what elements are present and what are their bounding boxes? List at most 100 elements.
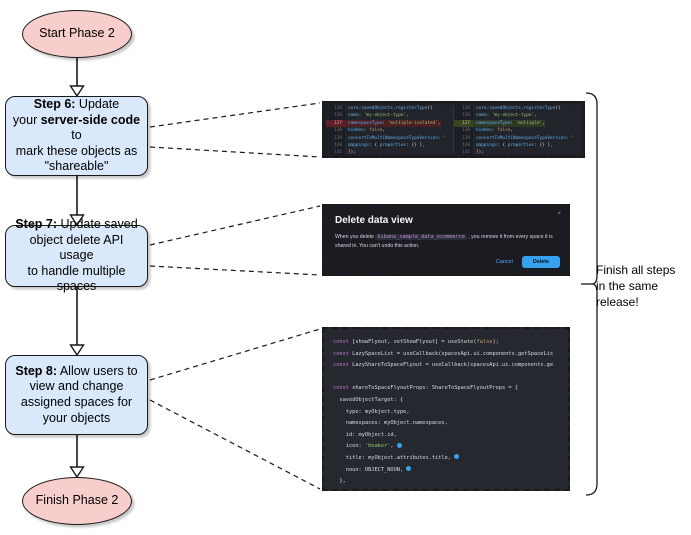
release-note-line1: Finish all steps [596, 263, 676, 277]
step-8-line3: assigned spaces for [20, 395, 133, 409]
code-line: const [showFlyout, setShowFlyout] = useS… [333, 339, 499, 345]
screenshot-delete-modal[interactable]: × Delete data view When you delete kiban… [322, 204, 570, 276]
node-step-7[interactable]: Step 7: Update saved object delete API u… [5, 217, 148, 293]
node-step-8-text: Step 8: Allow users to view and change a… [15, 364, 137, 427]
diff-line-number: 137 [326, 119, 345, 128]
diff-line-text: mappings: { properties: {} }, [476, 142, 553, 148]
diff-row: 137 namespaceType: 'multiple-isolated', [326, 119, 453, 128]
diff-line-number: 140 [454, 141, 473, 150]
diff-line-text: core.savedObjects.registerType({ [476, 106, 561, 111]
modal-body-after: , you remove it from every space it is [466, 234, 553, 240]
node-step-6-text: Step 6: Update your server-side code to … [12, 97, 141, 175]
code-line: }, [333, 478, 346, 485]
diff-row: 141}); [326, 149, 453, 154]
step-6-line2-b: to [71, 128, 82, 143]
diff-line-number: 138 [454, 127, 473, 135]
close-icon[interactable]: × [557, 211, 561, 217]
diff-row: 139 convertToMultiNamespaceTypeVersion: … [326, 134, 453, 142]
diff-line-number: 136 [454, 105, 473, 113]
node-finish-label: Finish Phase 2 [35, 493, 119, 508]
node-step-7-text: Step 7: Update saved object delete API u… [12, 217, 141, 295]
diff-line-number: 141 [326, 149, 345, 154]
diff-line-text: name: 'my-object-type', [348, 113, 409, 119]
code-line: namespaces: myObject.namespaces, [333, 420, 448, 427]
code-line: const shareToSpaceFlyoutProps: ShareToSp… [333, 385, 518, 392]
node-finish-phase-2[interactable]: Finish Phase 2 [22, 477, 132, 525]
modal-body: When you delete kibana_sample_data_ecomm… [324, 226, 568, 251]
diff-row: 140 mappings: { properties: {} }, [326, 141, 453, 150]
code-line: savedObjectTarget: { [333, 396, 404, 403]
diff-row: 137 namespaceType: 'multiple', [454, 119, 581, 128]
delete-button[interactable]: Delete [521, 256, 560, 268]
code-line: id: myObject.id, [333, 431, 397, 438]
diff-line-text: name: 'my-object-type', [476, 113, 537, 119]
code-listing: const [showFlyout, setShowFlyout] = useS… [324, 329, 568, 489]
code-line: noun: OBJECT_NOUN, [333, 465, 568, 477]
diff-line-text: hidden: false, [476, 128, 514, 134]
modal-body-line2: shared in. You can't undo this action. [335, 242, 420, 249]
callout-bubble [396, 442, 402, 448]
diff-line-text: }); [348, 150, 356, 154]
diff-line-number: 139 [326, 134, 345, 142]
release-note-line2: in the same [596, 279, 659, 294]
node-start-phase-2[interactable]: Start Phase 2 [22, 10, 132, 58]
diff-line-number: 140 [326, 141, 345, 150]
release-note-line3: release! [596, 295, 639, 310]
diff-row: 138 hidden: false, [454, 127, 581, 135]
screenshot-flyout-code[interactable]: const [showFlyout, setShowFlyout] = useS… [322, 327, 570, 491]
diff-line-number: 136 [326, 105, 345, 113]
diff-row: 139 convertToMultiNamespaceTypeVersion: … [454, 134, 581, 142]
diff-row: 136 name: 'my-object-type', [454, 112, 581, 120]
diff-line-number: 137 [454, 119, 473, 128]
diff-line-text: }); [476, 150, 484, 154]
diff-line-number: 136 [454, 112, 473, 120]
step-6-line2-a: your [12, 112, 41, 127]
diff-line-number: 139 [454, 134, 473, 142]
diff-row: 140 mappings: { properties: {} }, [454, 141, 581, 150]
diff-row: 136 name: 'my-object-type', [326, 112, 453, 120]
cancel-button[interactable]: Cancel [496, 259, 513, 265]
callout-bubble [454, 454, 460, 460]
modal-object-name: kibana_sample_data_ecommerce [375, 234, 467, 240]
step-8-line4: your objects [42, 410, 111, 425]
modal-body-before: When you delete [335, 234, 376, 240]
node-step-6[interactable]: Step 6: Update your server-side code to … [5, 96, 148, 176]
diff-line-number: 136 [326, 112, 345, 120]
release-note: Finish all steps in the same release! [596, 262, 686, 311]
step-8-line1-rest: Allow users to [57, 363, 138, 378]
code-line: type: myObject.type, [333, 408, 410, 415]
step-8-prefix: Step 8: [15, 363, 58, 378]
code-line: onUpdate: () => { /* callback when the o… [333, 488, 568, 489]
diff-line-text: convertToMultiNamespaceTypeVersion: ' [348, 135, 446, 141]
diff-line-text: core.savedObjects.registerType({ [348, 106, 433, 111]
diff-line-text: hidden: false, [348, 128, 386, 134]
step-6-line2-bold: server-side code [40, 112, 141, 127]
code-line: icon: 'beaker', [333, 441, 568, 453]
diff-line-text: namespaceType: 'multiple-isolated', [345, 119, 441, 128]
node-step-8[interactable]: Step 8: Allow users to view and change a… [5, 355, 148, 435]
diff-row: 138 hidden: false, [326, 127, 453, 135]
step-7-line1-rest: Update saved [57, 216, 138, 231]
step-6-line1-rest: Update [75, 96, 120, 111]
node-start-label: Start Phase 2 [39, 26, 115, 41]
step-7-line2: object delete API usage [29, 232, 124, 263]
diff-line-text: convertToMultiNamespaceTypeVersion: ' [476, 135, 574, 141]
modal-footer: Cancel Delete [496, 256, 560, 268]
diff-line-text: namespaceType: 'multiple', [473, 119, 545, 128]
step-6-line4: "shareable" [44, 159, 109, 174]
code-line: const LazyShareToSpaceFlyout = useCallba… [333, 362, 554, 369]
step-6-line3: mark these objects as [15, 143, 138, 158]
step-8-line2: view and change [29, 379, 124, 394]
callout-bubble [406, 466, 412, 472]
step-7-line3: to handle multiple spaces [27, 263, 126, 294]
diff-line-text: mappings: { properties: {} }, [348, 142, 425, 148]
diff-line-number: 141 [454, 149, 473, 154]
code-line [333, 372, 568, 384]
